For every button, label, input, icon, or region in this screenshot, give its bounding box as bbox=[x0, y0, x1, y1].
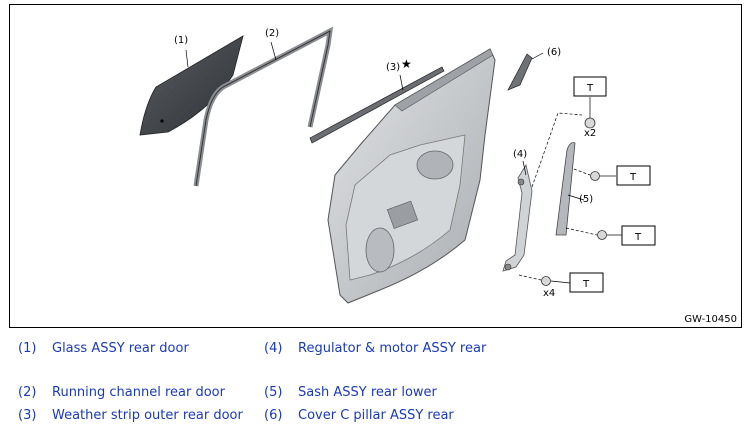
exploded-parts-diagram: T T T T (1) (2) (3) ★ (6) (4) (5) x2 x4 … bbox=[9, 4, 742, 328]
running-channel-rear-door bbox=[193, 26, 334, 187]
legend-item-label: Cover C pillar ASSY rear bbox=[298, 408, 454, 423]
svg-text:T: T bbox=[582, 279, 590, 290]
cover-c-pillar-assy-rear bbox=[507, 52, 544, 91]
bolt-upper-x2 bbox=[584, 97, 596, 129]
legend-item-label: Weather strip outer rear door bbox=[52, 408, 243, 423]
legend-item-label: Running channel rear door bbox=[52, 385, 225, 400]
diagram-canvas: T T T T (1) (2) (3) ★ (6) (4) (5) x2 x4 bbox=[139, 26, 656, 304]
legend-item-number: (4) bbox=[264, 341, 283, 356]
callout-4: (4) bbox=[513, 149, 527, 160]
torque-box-upper: T bbox=[573, 76, 607, 97]
quantity-x4: x4 bbox=[543, 288, 555, 299]
bolt-sash-lower bbox=[565, 227, 622, 240]
legend-item-label: Sash ASSY rear lower bbox=[298, 385, 437, 400]
legend-item-1: (1) Glass ASSY rear door bbox=[18, 341, 189, 356]
legend-item-label: Regulator & motor ASSY rear bbox=[298, 341, 487, 356]
legend-item-4: (4) Regulator & motor ASSY rear bbox=[264, 341, 486, 356]
legend-item-number: (1) bbox=[18, 341, 37, 356]
legend-item-2: (2) Running channel rear door bbox=[18, 385, 225, 400]
reference-code: GW-10450 bbox=[684, 314, 737, 325]
callout-5: (5) bbox=[579, 194, 593, 205]
svg-text:T: T bbox=[629, 172, 637, 183]
torque-box-regulator: T bbox=[569, 272, 604, 293]
callout-3: (3) bbox=[386, 62, 400, 73]
legend-item-number: (3) bbox=[18, 408, 37, 423]
legend-item-number: (6) bbox=[264, 408, 283, 423]
bolt-sash-upper bbox=[573, 168, 616, 181]
torque-box-sash-lower: T bbox=[621, 225, 656, 246]
weather-strip-outer-rear-door bbox=[309, 66, 445, 144]
callout-3-star: ★ bbox=[401, 57, 412, 71]
parts-legend: (1) Glass ASSY rear door (2) Running chann… bbox=[0, 335, 750, 432]
callout-1: (1) bbox=[174, 35, 188, 46]
legend-item-3: (3) Weather strip outer rear door bbox=[18, 408, 243, 423]
rear-door-panel bbox=[327, 48, 496, 304]
bolt-regulator-x4 bbox=[518, 274, 571, 286]
legend-item-number: (5) bbox=[264, 385, 283, 400]
sash-assy-rear-lower bbox=[555, 142, 585, 236]
legend-item-5: (5) Sash ASSY rear lower bbox=[264, 385, 437, 400]
callout-2: (2) bbox=[265, 28, 279, 39]
quantity-x2: x2 bbox=[584, 128, 596, 139]
svg-text:T: T bbox=[634, 232, 642, 243]
callout-6: (6) bbox=[547, 47, 561, 58]
svg-text:T: T bbox=[586, 83, 594, 94]
legend-item-number: (2) bbox=[18, 385, 37, 400]
legend-item-label: Glass ASSY rear door bbox=[52, 341, 189, 356]
torque-box-sash-upper: T bbox=[616, 165, 651, 186]
legend-item-6: (6) Cover C pillar ASSY rear bbox=[264, 408, 454, 423]
regulator-motor-assy-rear bbox=[502, 112, 583, 272]
